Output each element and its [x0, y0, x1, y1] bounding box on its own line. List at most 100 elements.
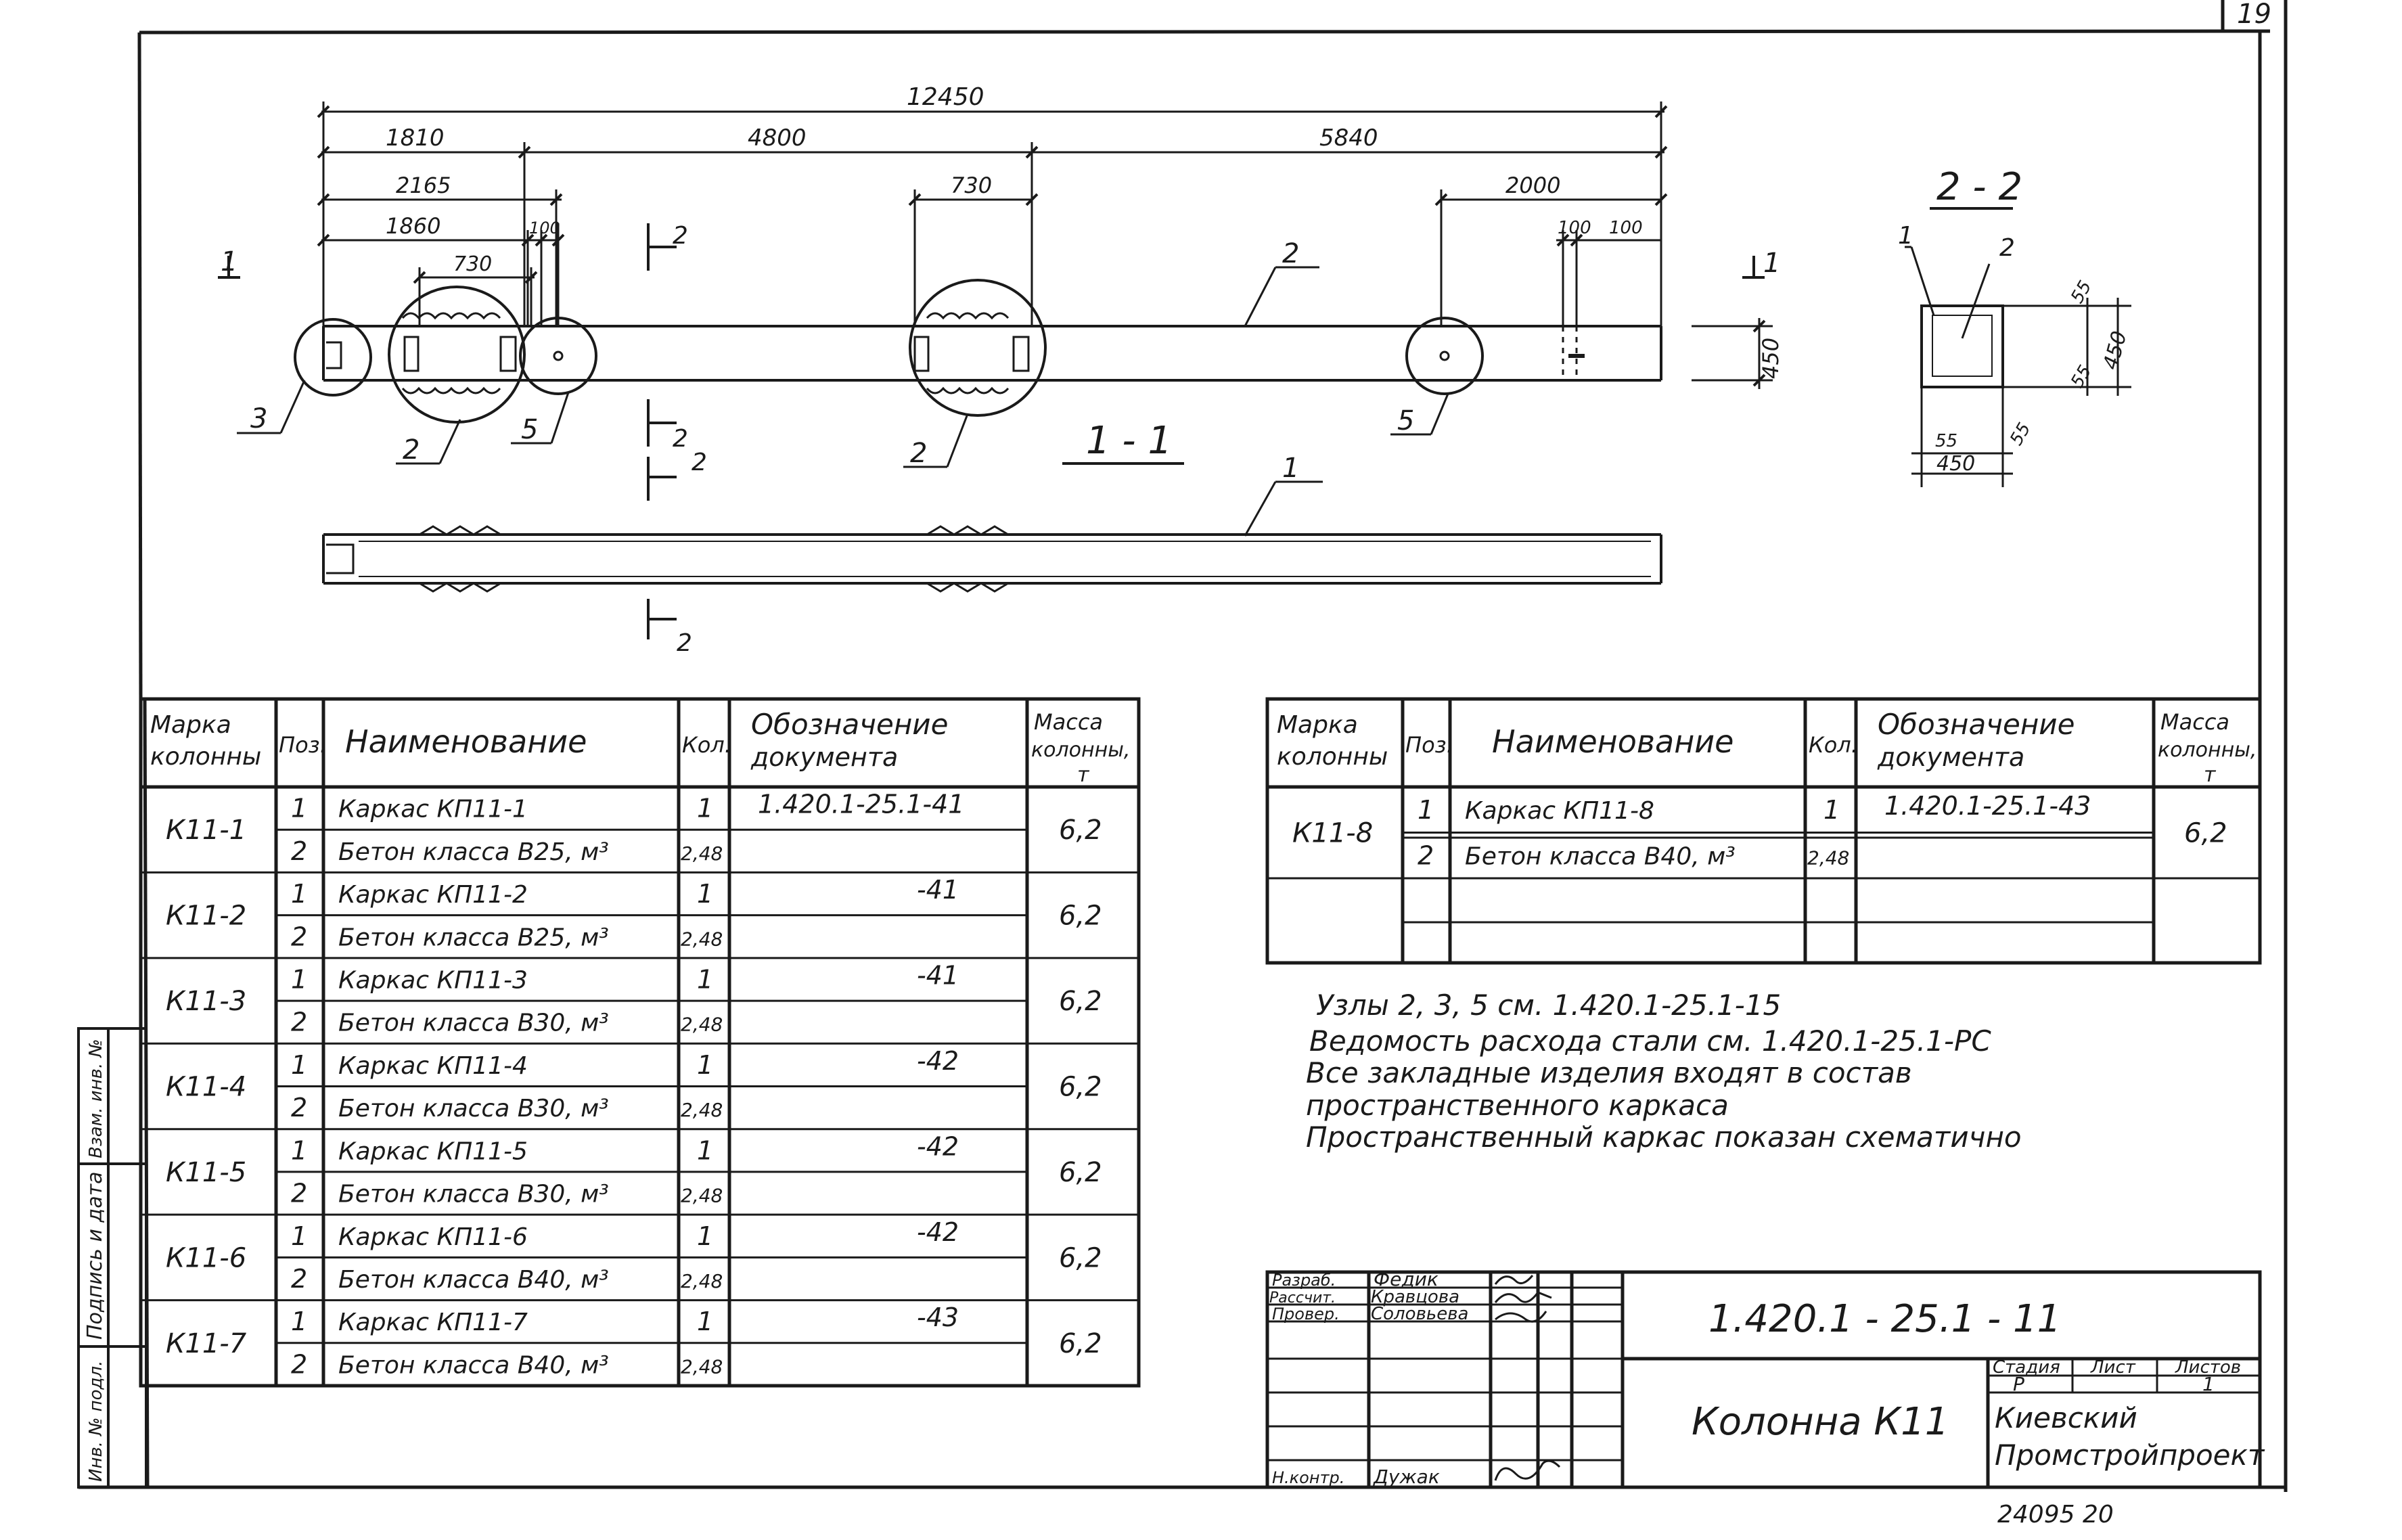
dimensions: 12450 1810 4800 5840 2165 730 2000 1860 …: [386, 83, 1784, 379]
dim-overall-length: 12450: [907, 83, 984, 111]
item-pos: 1: [291, 1135, 307, 1165]
section-mark-1-left: 1: [221, 246, 237, 277]
tb-name: Соловьева: [1371, 1304, 1469, 1324]
dim-2165: 2165: [396, 173, 451, 198]
callout-node-2-left: 2: [403, 434, 420, 466]
header-qty: Кол.: [682, 732, 731, 758]
r-header-doc-l2: документа: [1877, 742, 2024, 772]
item-pos: 1: [291, 1221, 307, 1251]
tb-name: Федик: [1374, 1268, 1438, 1290]
note-line: Ведомость расхода стали см. 1.420.1-25.1…: [1309, 1024, 1991, 1058]
item-doc: -43: [917, 1303, 959, 1332]
stage-value: Р: [2013, 1373, 2024, 1395]
callout-node-2-mid: 2: [910, 438, 927, 469]
item-name: Каркас КП11-6: [338, 1223, 528, 1251]
callout-pos-2: 2: [1282, 238, 1299, 269]
r-header-mark-l1: Марка: [1277, 711, 1358, 739]
tb-name: Кравцова: [1371, 1287, 1459, 1307]
document-title: Колонна К11: [1692, 1400, 1949, 1444]
header-name: Наименование: [345, 723, 587, 760]
item-name: Бетон класса В40, м³: [338, 1351, 609, 1379]
item-pos: 2: [291, 1007, 307, 1037]
spec-table-right: Марка колонны Поз. Наименование Кол. Обо…: [1265, 697, 2262, 965]
column-mass: 6,2: [1059, 1157, 1102, 1188]
note-line: Все закладные изделия входят в состав: [1306, 1056, 1912, 1089]
item-qty: 1: [1823, 795, 1840, 825]
item-name: Бетон класса В40, м³: [1465, 842, 1736, 870]
node-5-circle-left: [519, 317, 597, 395]
item-qty: 2,48: [681, 842, 723, 865]
cross-section-title: 2 - 2: [1936, 165, 2022, 209]
organization-line-2: Промстройпроект: [1995, 1439, 2265, 1472]
title-block: Разраб. Федик Рассчит. Кравцова Провер. …: [1265, 1268, 2265, 1489]
column-mark: К11-3: [166, 986, 246, 1017]
r-header-mass-l2: колонны,: [2158, 738, 2257, 762]
xs-dim-450-vertical: 450: [2099, 329, 2132, 372]
note-line: Пространственный каркас показан схематич…: [1306, 1120, 2022, 1154]
r-header-name: Наименование: [1492, 723, 1733, 760]
column-mark: К11-6: [166, 1242, 246, 1273]
item-name: Каркас КП11-2: [338, 881, 528, 909]
column-mark: К11-7: [166, 1328, 247, 1359]
column-section-1-1: [322, 525, 1662, 593]
item-name: Бетон класса В30, м³: [338, 1095, 609, 1123]
item-qty: 2,48: [681, 1355, 723, 1378]
column-mass: 6,2: [1059, 1072, 1102, 1103]
r-header-mass-l3: т: [2204, 763, 2217, 787]
tb-role: Н.контр.: [1272, 1468, 1344, 1487]
header-doc-l1: Обозначение: [751, 708, 948, 741]
node-5-circle-right: [1405, 317, 1484, 395]
item-pos: 1: [291, 879, 307, 909]
spec-table-left: Марка колонны Поз. Наименование Кол. Обо…: [139, 697, 1141, 1388]
cross-section-pos-2: 2: [1999, 234, 2015, 262]
item-name: Каркас КП11-4: [338, 1052, 528, 1080]
item-doc: -41: [917, 875, 959, 905]
callout-node-5-right: 5: [1397, 405, 1414, 436]
header-mark-l2: колонны: [150, 743, 261, 771]
tb-role: Разраб.: [1272, 1271, 1336, 1290]
document-code: 1.420.1 - 25.1 - 11: [1708, 1297, 2061, 1341]
header-pos: Поз.: [279, 732, 327, 758]
column-mass: 6,2: [1059, 1328, 1102, 1359]
side-stamp-replace: Взам. инв. №: [86, 1039, 106, 1158]
section-mark-2-b: 2: [673, 425, 688, 453]
item-qty: 2,48: [681, 1099, 723, 1121]
item-qty: 2,48: [681, 1185, 723, 1207]
xs-dim-55-right: 55: [2006, 420, 2035, 449]
xs-dim-55-left: 55: [1935, 431, 1957, 451]
item-qty: 1: [697, 1221, 713, 1251]
item-pos: 1: [291, 964, 307, 994]
item-pos: 2: [291, 1349, 307, 1379]
section-title-1-1: 1 - 1: [1086, 419, 1172, 463]
column-mass: 6,2: [2184, 818, 2227, 849]
dim-2000: 2000: [1505, 173, 1560, 198]
xs-dim-55-top: 55: [2067, 277, 2096, 307]
side-stamp-inv: Инв. № подл.: [86, 1361, 106, 1482]
r-header-pos: Поз.: [1405, 732, 1453, 758]
item-qty: 1: [697, 794, 713, 823]
header-doc-l2: документа: [750, 742, 898, 772]
item-pos: 2: [291, 1264, 307, 1294]
header-mark-l1: Марка: [150, 711, 231, 739]
item-qty: 2,48: [681, 1014, 723, 1036]
section-mark-2-a: 2: [673, 222, 688, 250]
item-qty: 2,48: [681, 1270, 723, 1292]
tb-role: Рассчит.: [1269, 1290, 1336, 1307]
cross-section-pos-1: 1: [1898, 222, 1913, 250]
item-pos: 1: [291, 794, 307, 823]
tb-name: Дужак: [1372, 1466, 1440, 1488]
item-doc: -42: [917, 1131, 959, 1161]
item-name: Бетон класса В30, м³: [338, 1010, 609, 1037]
item-doc: 1.420.1-25.1-43: [1884, 791, 2091, 821]
node-2-circle-left: [388, 286, 526, 424]
callout-node-5-left: 5: [521, 414, 538, 445]
section-mark-2-d: 2: [677, 629, 692, 657]
item-pos: 2: [291, 1093, 307, 1123]
side-stamp-sign: Подпись и дата: [83, 1172, 107, 1340]
item-pos: 2: [291, 1179, 307, 1208]
column-mass: 6,2: [1059, 815, 1102, 846]
column-mark: К11-4: [166, 1072, 246, 1103]
stage-label: Стадия: [1993, 1357, 2060, 1378]
item-qty: 2,48: [1807, 846, 1849, 869]
